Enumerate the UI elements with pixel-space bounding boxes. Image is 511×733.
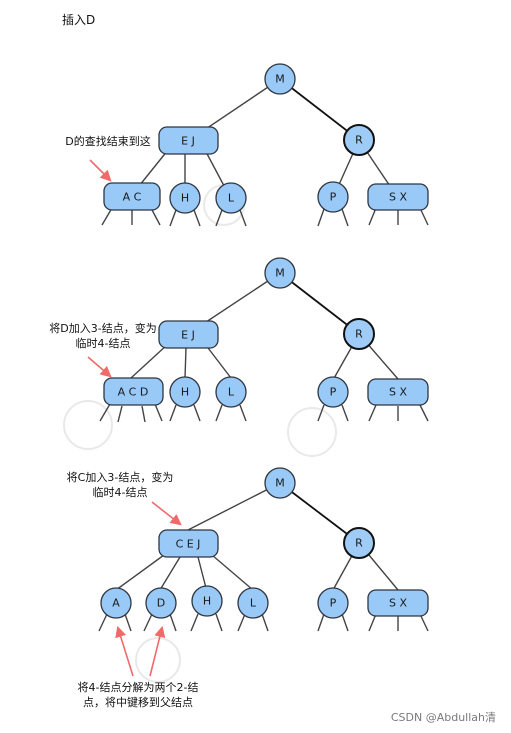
svg-text:A: A (112, 597, 120, 610)
svg-text:R: R (355, 134, 363, 147)
node-p: P (317, 376, 349, 408)
annotation-insert-c-line2: 临时4-结点 (93, 485, 148, 499)
annotation-temp-4-node: 将D加入3-结点，变为 (49, 321, 156, 335)
node-p: P (317, 181, 349, 213)
node-sx: S X (367, 183, 429, 211)
leaf-stubs (101, 207, 429, 227)
node-acd: A C D (103, 377, 164, 406)
node-ej: E J (158, 320, 219, 349)
annotation-temp-4-node-line2: 临时4-结点 (76, 336, 131, 350)
svg-text:P: P (330, 597, 337, 610)
arrow-icon (87, 356, 112, 378)
annotation-split: 将4-结点分解为两个2-结 (78, 680, 199, 694)
node-h: H (169, 182, 201, 214)
node-l: L (237, 587, 269, 619)
svg-text:S X: S X (389, 191, 407, 204)
svg-text:C E J: C E J (176, 538, 201, 551)
svg-text:S X: S X (389, 597, 407, 610)
svg-text:L: L (228, 192, 235, 205)
svg-text:H: H (181, 192, 189, 205)
leaf-stubs (98, 613, 429, 632)
svg-text:E J: E J (181, 135, 195, 148)
svg-text:E J: E J (181, 329, 195, 342)
node-h: H (191, 585, 223, 617)
node-r: R (343, 318, 375, 350)
panel-1: M E J R A C H L P S X D的 (65, 63, 429, 227)
svg-text:M: M (275, 267, 285, 280)
arrow-icon (149, 625, 166, 677)
node-d: D (145, 587, 177, 619)
node-ej: E J (158, 126, 219, 155)
node-p: P (317, 587, 349, 619)
svg-text:P: P (330, 191, 337, 204)
panel-2: M E J R A C D H L P S X (49, 257, 429, 423)
svg-text:R: R (355, 537, 363, 550)
annotation-insert-c: 将C加入3-结点，变为 (67, 470, 174, 484)
node-root-m: M (264, 257, 296, 289)
svg-text:D: D (157, 597, 165, 610)
arrow-icon (115, 625, 134, 677)
svg-text:H: H (203, 595, 211, 608)
annotation-split-line2: 点，将中键移到父结点 (83, 695, 193, 709)
leaf-stubs (99, 403, 429, 423)
svg-text:R: R (355, 328, 363, 341)
svg-text:M: M (275, 477, 285, 490)
node-ac: A C (103, 182, 161, 211)
page-title: 插入D (62, 13, 95, 27)
node-h: H (169, 376, 201, 408)
svg-text:H: H (181, 386, 189, 399)
svg-text:M: M (275, 73, 285, 86)
arrow-icon (89, 159, 112, 182)
annotation-search-end: D的查找结束到这 (65, 134, 150, 148)
svg-text:L: L (228, 386, 235, 399)
node-r: R (343, 124, 375, 156)
svg-text:A C: A C (123, 191, 142, 204)
node-a: A (100, 587, 132, 619)
node-l: L (215, 376, 247, 408)
credit-text: CSDN @Abdullah清 (391, 711, 496, 724)
arrow-icon (151, 501, 182, 526)
node-sx: S X (367, 378, 429, 406)
panel-3: M C E J R A D H L P (67, 467, 429, 709)
node-root-m: M (264, 467, 296, 499)
svg-text:L: L (250, 597, 257, 610)
node-r: R (343, 527, 375, 559)
node-sx: S X (367, 589, 429, 617)
node-cej: C E J (158, 529, 219, 558)
node-l: L (215, 182, 247, 214)
svg-text:A C D: A C D (118, 386, 149, 399)
svg-text:P: P (330, 386, 337, 399)
node-root-m: M (264, 63, 296, 95)
svg-text:S X: S X (389, 386, 407, 399)
